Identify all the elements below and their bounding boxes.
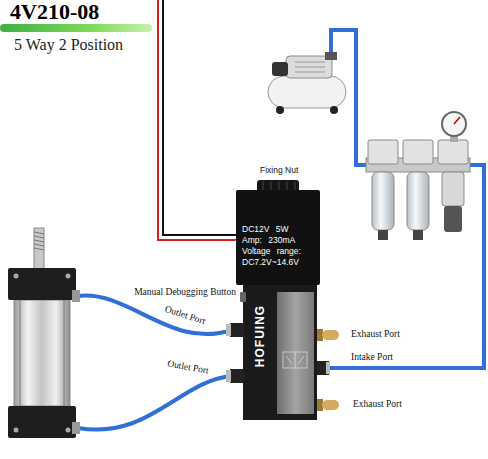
filter-regulator-lubricator bbox=[366, 112, 470, 240]
part-label: Fixing Nut bbox=[258, 166, 300, 176]
port-label: Outlet Port bbox=[164, 358, 211, 377]
air-pipe bbox=[329, 165, 484, 368]
pneumatic-cylinder bbox=[8, 228, 80, 438]
node-text: HOFUING bbox=[253, 305, 267, 367]
title: 4V210-08 bbox=[10, 0, 99, 25]
black-wire bbox=[163, 0, 238, 235]
red-wire bbox=[158, 0, 238, 240]
air-tube bbox=[78, 296, 232, 335]
subtitle: 5 Way 2 Position bbox=[12, 36, 125, 54]
part-label: Manual Debugging Button bbox=[132, 287, 238, 298]
valve-body: HOFUING bbox=[246, 300, 274, 372]
node-text: Amp: 230mA bbox=[242, 235, 315, 246]
port-label: Intake Port bbox=[349, 352, 395, 363]
title-bar bbox=[0, 24, 152, 32]
air-tube bbox=[78, 376, 232, 430]
solenoid-coil: DC12V 5WAmp: 230mAVoltage range: DC7.2V~… bbox=[236, 190, 320, 285]
port-label: Exhaust Port bbox=[349, 329, 402, 340]
node-text: Voltage range: DC7.2V~14.6V bbox=[242, 246, 315, 268]
solenoid-valve bbox=[226, 180, 339, 420]
port-label: Exhaust Port bbox=[351, 399, 404, 410]
air-compressor bbox=[268, 52, 346, 114]
node-text: DC12V 5W bbox=[242, 224, 315, 235]
